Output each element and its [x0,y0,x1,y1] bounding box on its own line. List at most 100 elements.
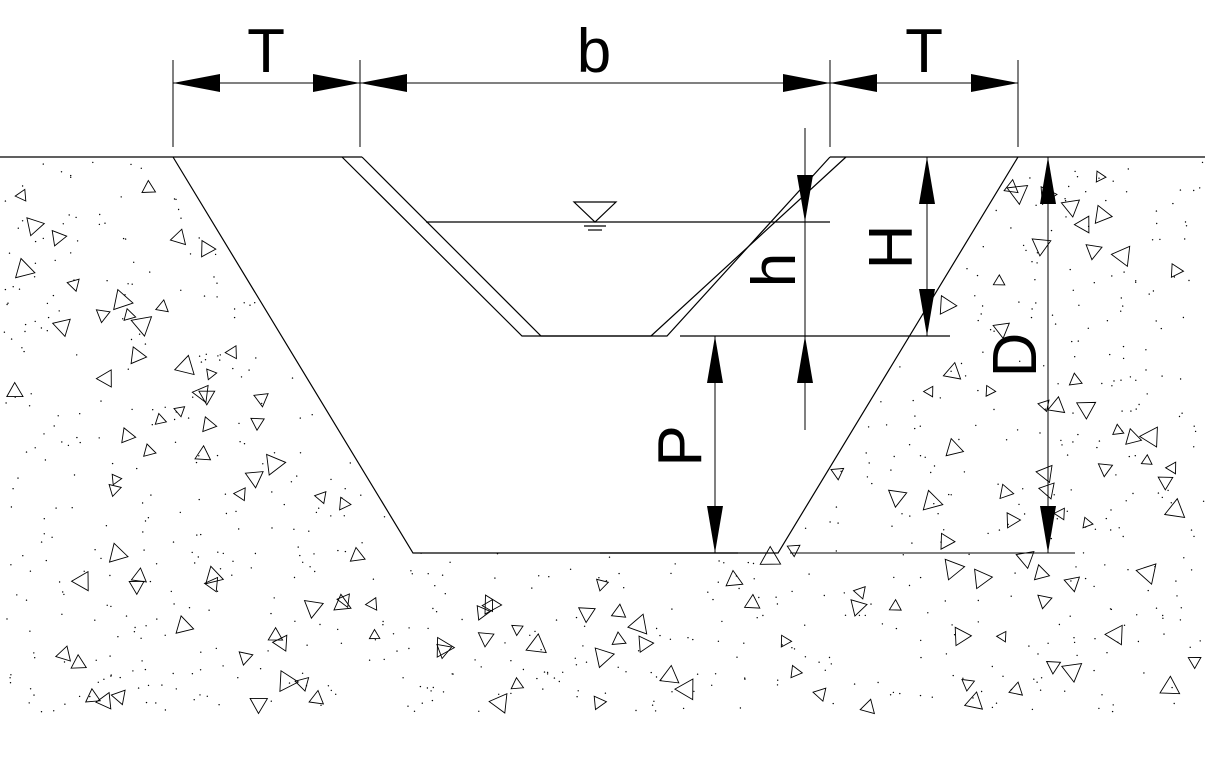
soil-dot [987,532,989,535]
soil-dot [843,592,845,594]
soil-dot [1183,557,1185,559]
soil-dot [670,572,672,575]
soil-dot [1105,517,1108,520]
soil-triangle [308,689,325,705]
soil-dot [100,400,102,402]
soil-dot [137,687,140,689]
soil-triangle [130,316,153,337]
soil-triangle [1037,399,1050,413]
soil-dot [294,620,296,622]
soil-dot [1110,529,1112,531]
soil-dot [696,673,699,675]
soil-dot [255,357,257,359]
soil-dot [232,367,234,370]
soil-dot [43,518,45,520]
soil-dot [299,554,301,557]
soil-dot [1120,379,1122,381]
soil-dot [1039,432,1041,434]
soil-dot [174,441,177,443]
soil-triangle [595,578,610,592]
soil-dot [1110,608,1113,611]
soil-triangle [1095,170,1107,183]
top-dimension [172,60,1019,147]
soil-dot [899,366,901,368]
soil-dot [1010,227,1012,229]
soil-dot [147,517,150,519]
soil-dot [57,415,59,417]
soil-dot [383,658,385,661]
soil-dot [804,656,807,658]
soil-dot [217,551,219,553]
soil-dot [25,599,28,601]
soil-dot [1025,249,1027,252]
soil-dot [1111,710,1114,713]
soil-dot [144,343,147,345]
soil-dot [1069,268,1071,271]
soil-dot [75,216,77,219]
soil-dot [42,237,44,240]
soil-dot [133,261,135,263]
soil-triangle [1006,184,1029,206]
soil-dot [975,424,977,427]
soil-dot [313,553,315,555]
soil-dot [199,669,202,671]
soil-dot [980,313,982,315]
soil-dot [895,627,898,630]
soil-dot [29,688,32,690]
soil-dot [271,527,273,529]
soil-dot [1189,646,1191,648]
soil-dot [933,465,936,467]
soil-dot [92,161,94,164]
soil-dot [1002,675,1004,677]
soil-dot [682,707,685,710]
soil-dot [34,447,36,449]
soil-dot [413,710,416,712]
soil-triangle [954,626,973,647]
soil-dot [1076,654,1078,657]
soil-dot [61,441,63,443]
soil-triangle [191,384,209,404]
soil-dot [832,702,834,705]
soil-triangle [1053,507,1065,521]
soil-dot [1125,191,1128,193]
soil-dot [421,702,423,704]
label-base-height: P [646,425,715,466]
soil-dot [1070,580,1072,582]
soil-dot [361,542,363,544]
soil-triangle [84,687,102,703]
soil-dot [53,710,55,712]
soil-triangle [1140,453,1153,465]
soil-dot [419,685,422,688]
soil-dot [196,534,198,536]
soil-dot [17,227,19,229]
soil-dot [575,664,578,666]
soil-triangle [128,580,145,596]
soil-dot [840,470,842,472]
soil-dot [1074,356,1076,358]
soil-dot [891,525,893,527]
soil-texture [3,161,1205,715]
soil-dot [432,686,434,689]
soil-dot [344,550,347,553]
soil-dot [172,541,175,543]
soil-triangle [1085,244,1103,261]
soil-dot [1031,261,1033,263]
water-depth-dimension [797,128,813,430]
soil-dot [1018,503,1020,506]
soil-dot [341,497,343,499]
soil-triangle [169,228,187,246]
soil-dot [1087,327,1090,329]
soil-triangle [271,634,288,652]
soil-dot [222,665,224,667]
soil-triangle [974,568,994,590]
soil-dot [707,591,709,593]
soil-dot [1073,641,1076,644]
soil-dot [1179,619,1182,621]
soil-dot [4,288,7,291]
soil-triangle [850,599,868,617]
soil-dot [76,240,79,242]
soil-dot [408,627,410,629]
soil-dot [937,513,939,515]
soil-dot [374,639,377,641]
soil-dot [173,603,175,605]
